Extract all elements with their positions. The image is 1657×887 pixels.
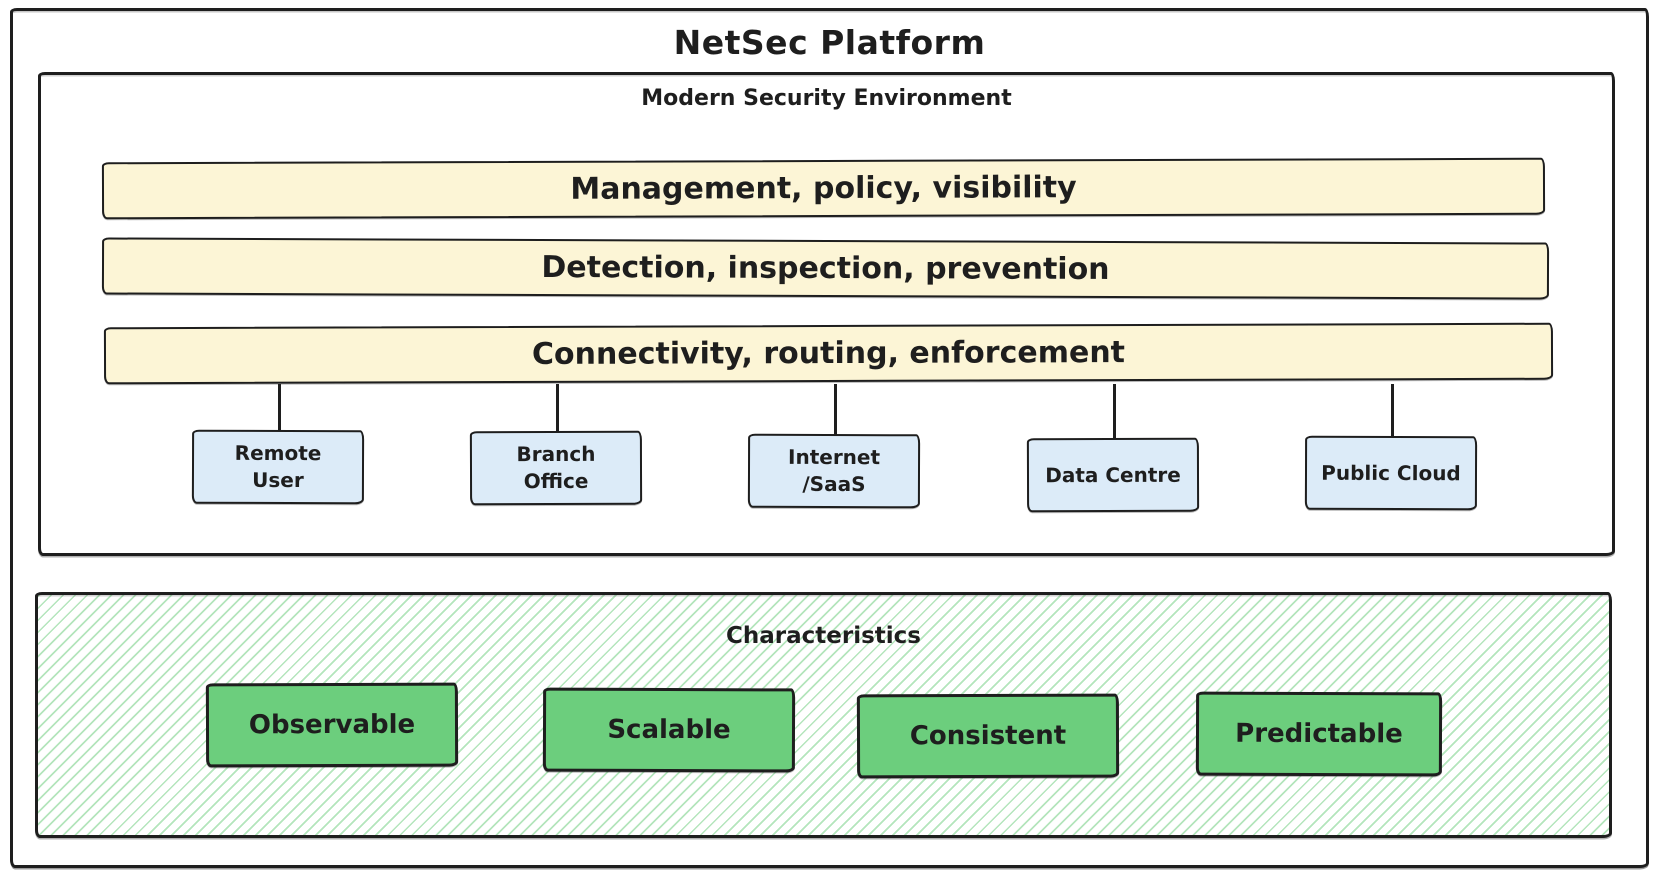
endpoint-data-centre: Data Centre xyxy=(1026,437,1200,513)
connector-line-data-centre xyxy=(1113,384,1116,440)
environment-title: Modern Security Environment xyxy=(641,86,1012,111)
diagram-title: NetSec Platform xyxy=(673,23,986,62)
modern-security-environment-box: Modern Security Environment Management, … xyxy=(38,72,1615,556)
layer-management-policy-visibility: Management, policy, visibility xyxy=(101,157,1546,220)
connector-line-public-cloud xyxy=(1391,384,1394,440)
endpoint-public-cloud: Public Cloud xyxy=(1304,435,1478,511)
characteristics-title: Characteristics xyxy=(726,623,921,649)
characteristic-scalable: Scalable xyxy=(542,687,796,773)
connector-line-branch-office xyxy=(556,384,559,440)
connector-line-internet-saas xyxy=(834,384,837,440)
characteristic-observable: Observable xyxy=(205,682,459,768)
characteristic-consistent: Consistent xyxy=(856,693,1120,779)
characteristics-box: Characteristics Observable Scalable Cons… xyxy=(35,592,1612,838)
layer-detection-inspection-prevention: Detection, inspection, prevention xyxy=(101,237,1550,300)
connector-line-remote-user xyxy=(278,384,281,440)
netsec-platform-box: NetSec Platform Modern Security Environm… xyxy=(10,8,1649,868)
endpoint-branch-office: Branch Office xyxy=(469,430,643,506)
endpoint-internet-saas: Internet /SaaS xyxy=(747,433,921,509)
characteristic-predictable: Predictable xyxy=(1195,691,1443,777)
layer-connectivity-routing-enforcement: Connectivity, routing, enforcement xyxy=(103,322,1554,385)
endpoint-remote-user: Remote User xyxy=(191,429,365,505)
